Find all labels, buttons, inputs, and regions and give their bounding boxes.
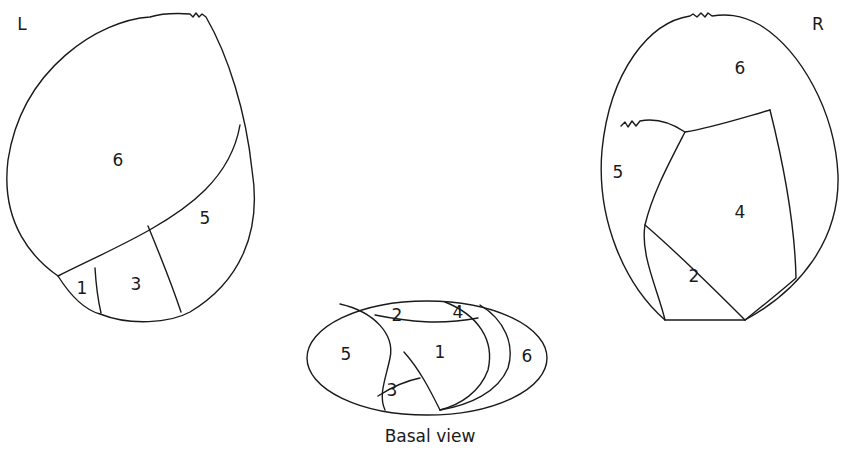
basal-view-division: [340, 304, 391, 410]
plate-number: 2: [689, 268, 700, 285]
basal-view-division: [440, 305, 510, 410]
right-view-division: [745, 110, 796, 320]
plate-number: 1: [77, 280, 88, 297]
view-label: L: [17, 16, 26, 33]
view-label: R: [812, 16, 824, 33]
plate-number: 6: [735, 60, 746, 77]
basal-view-division: [378, 378, 420, 396]
left-view-division: [95, 268, 101, 313]
plate-number: 2: [392, 307, 403, 324]
right-view-division: [645, 225, 745, 320]
left-view-division: [148, 226, 181, 312]
basal-view-division: [404, 352, 440, 410]
right-view-division: [621, 110, 770, 132]
plate-number: 6: [522, 348, 533, 365]
plate-number: 6: [113, 152, 124, 169]
basal-view-outline: [307, 301, 547, 415]
basal-view-division: [440, 302, 490, 410]
plate-number: 3: [131, 276, 142, 293]
left-view-outline: [7, 13, 255, 322]
plate-number: 4: [735, 204, 746, 221]
view-label: Basal view: [385, 428, 476, 445]
plate-number: 1: [435, 344, 446, 361]
right-view-division: [644, 132, 685, 320]
plate-number: 3: [387, 382, 398, 399]
plate-number: 5: [200, 210, 211, 227]
plate-number: 4: [453, 304, 464, 321]
plate-number: 5: [613, 164, 624, 181]
plate-number: 5: [341, 346, 352, 363]
right-view-outline: [601, 13, 838, 320]
left-view-division: [58, 125, 240, 276]
